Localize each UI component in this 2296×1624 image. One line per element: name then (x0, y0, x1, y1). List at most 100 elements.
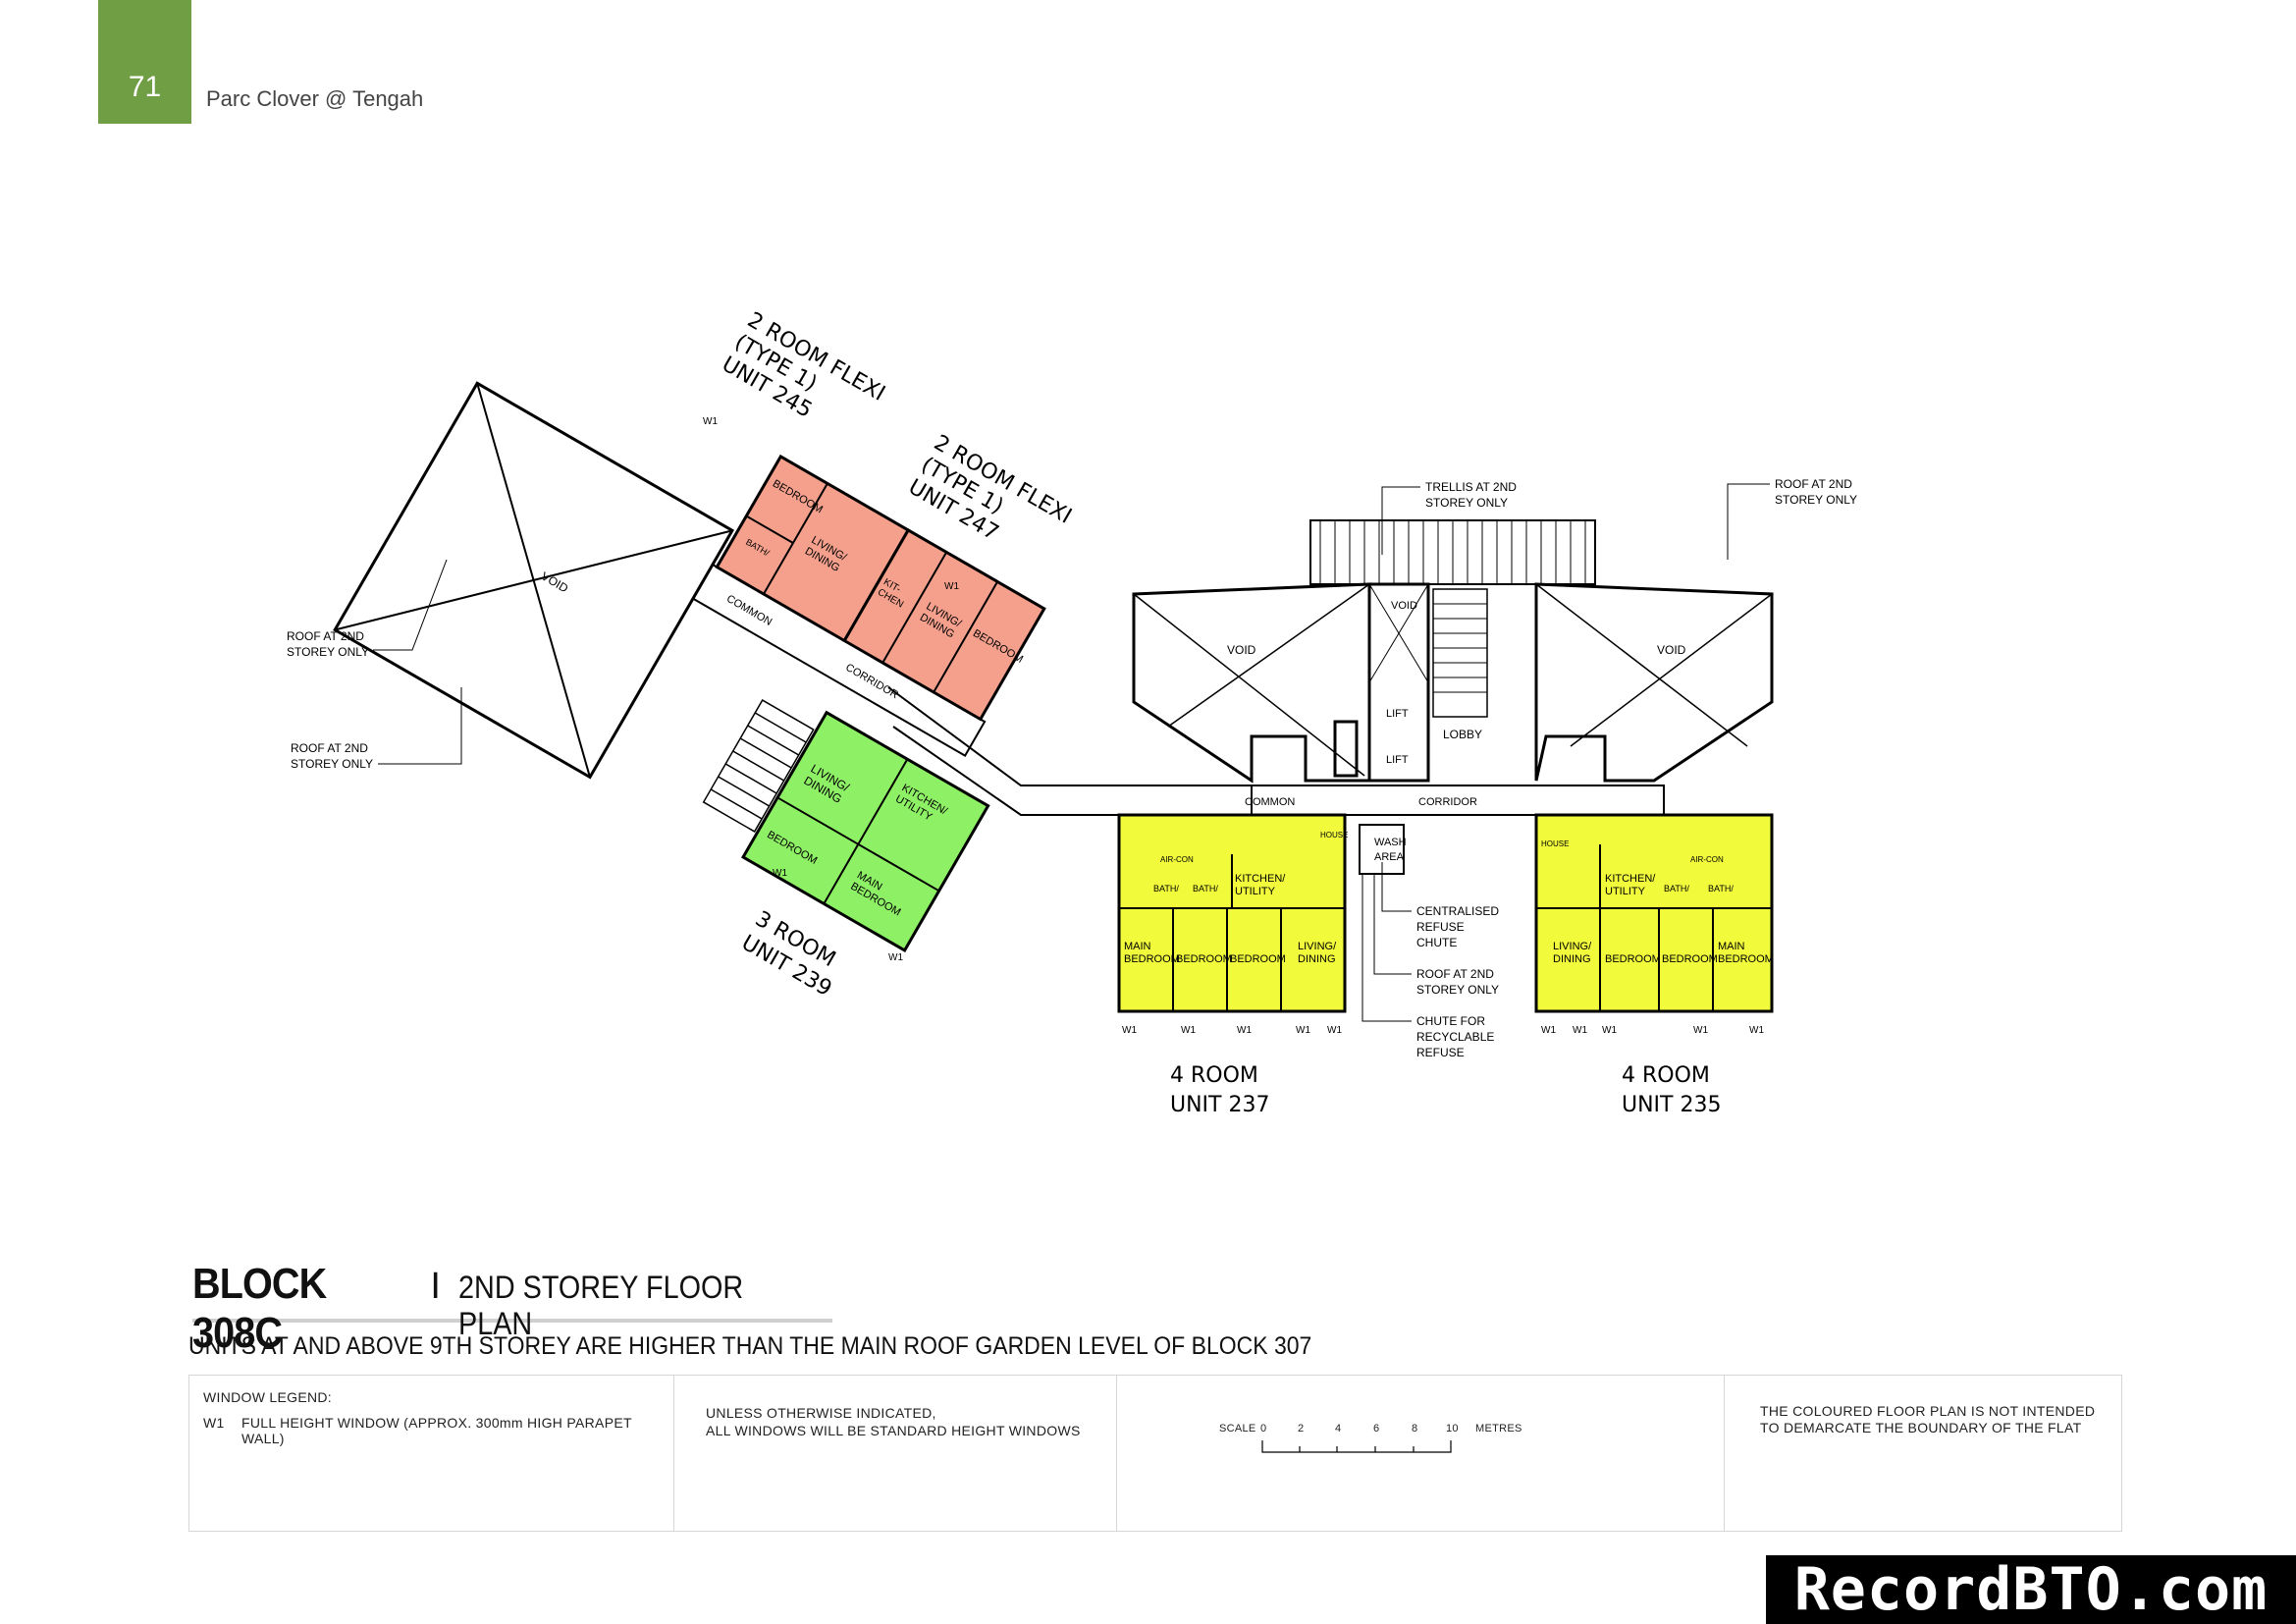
unit-235-group: LIVING/ DINING BEDROOM BEDROOM MAIN BEDR… (1534, 813, 1774, 1013)
scale-tick-0: 0 (1260, 1423, 1267, 1435)
right-staircase (1432, 588, 1488, 718)
roof-note-left-low-2: STOREY ONLY (291, 757, 373, 771)
lift-1-label: LIFT (1386, 708, 1409, 720)
floor-plan-label: 2ND STOREY FLOOR PLAN (457, 1270, 744, 1341)
windows-note: UNLESS OTHERWISE INDICATED, ALL WINDOWS … (674, 1376, 1117, 1531)
window-tag: W1 (1749, 1025, 1764, 1036)
coloured-plan-disclaimer: THE COLOURED FLOOR PLAN IS NOT INTENDED … (1725, 1376, 2121, 1531)
unit-235-household: HOUSE (1541, 839, 1569, 848)
unit-235-main: MAIN (1718, 941, 1745, 952)
page-number-tab: 71 (98, 0, 191, 124)
unit-237-kitchen: KITCHEN/ (1235, 873, 1286, 885)
unit-235-bath-1: BATH/ (1664, 884, 1689, 893)
page-number: 71 (128, 71, 162, 103)
window-tag: W1 (1602, 1025, 1617, 1036)
area-label: AREA (1374, 851, 1405, 863)
unit-237-household: HOUSE (1320, 831, 1348, 839)
trellis-note-1: TRELLIS AT 2ND (1425, 480, 1517, 494)
window-tag: W1 (703, 416, 718, 427)
disclaimer-2: TO DEMARCATE THE BOUNDARY OF THE FLAT (1760, 1420, 2082, 1435)
unit-237-main-bedroom: BEDROOM (1124, 953, 1180, 965)
unit-237-number: UNIT 237 (1170, 1093, 1269, 1117)
unit-235-bedroom-2: BEDROOM (1662, 953, 1718, 965)
roof-note-mid-1: ROOF AT 2ND (1416, 967, 1494, 981)
right-void-right (1534, 582, 1774, 783)
roof-note-right-2: STOREY ONLY (1775, 493, 1857, 507)
block-name: BLOCK 308C (192, 1260, 327, 1357)
unit-235-main-bedroom: BEDROOM (1718, 953, 1774, 965)
window-tag: W1 (888, 952, 903, 963)
legend-box: WINDOW LEGEND: W1 FULL HEIGHT WINDOW (AP… (188, 1375, 2122, 1532)
scale-ruler (1261, 1440, 1452, 1453)
left-common-label: COMMON (724, 593, 774, 628)
right-block: VOID VOID LIFT LIFT LOBBY VOID COMMON CO… (1132, 519, 1774, 816)
unit-237-aircon: AIR-CON (1160, 855, 1194, 864)
household-shelter (1333, 720, 1359, 778)
unit-235-number: UNIT 235 (1622, 1093, 1721, 1117)
block-heading: BLOCK 308C I 2ND STOREY FLOOR PLAN (192, 1260, 832, 1357)
window-tag: W1 (1296, 1025, 1310, 1036)
roof-note-left-2: STOREY ONLY (287, 645, 369, 659)
window-tag: W1 (1181, 1025, 1196, 1036)
unit-237-type: 4 ROOM (1170, 1063, 1258, 1088)
recycle-note-3: REFUSE (1416, 1046, 1465, 1059)
unit-239-group: LIVING/ DINING KITCHEN/ UTILITY BEDROOM … (741, 710, 990, 952)
scale-unit: METRES (1475, 1423, 1522, 1435)
right-common-label: COMMON (1245, 796, 1295, 808)
window-legend-code: W1 (203, 1415, 225, 1431)
left-staircase (702, 699, 815, 833)
refuse-note-2: REFUSE (1416, 920, 1465, 934)
windows-note-2: ALL WINDOWS WILL BE STANDARD HEIGHT WIND… (706, 1423, 1081, 1438)
unit-237-dining: DINING (1298, 953, 1336, 965)
unit-235 (1534, 813, 1774, 1013)
lift-core (1367, 582, 1430, 783)
window-tag: W1 (944, 581, 959, 592)
left-void-block (333, 381, 735, 780)
unit-237-living: LIVING/ (1298, 941, 1337, 952)
left-wing: VOID BEDROOM LIVING/ DINING BATH/ KIT- C… (333, 381, 1046, 780)
window-legend-text: FULL HEIGHT WINDOW (APPROX. 300mm HIGH P… (241, 1415, 632, 1446)
roof-note-right-1: ROOF AT 2ND (1775, 477, 1852, 491)
recycle-note-2: RECYCLABLE (1416, 1030, 1494, 1044)
scale-tick-6: 6 (1373, 1423, 1380, 1435)
window-tag: W1 (1122, 1025, 1137, 1036)
right-void-right-label: VOID (1657, 643, 1686, 657)
unit-235-dining: DINING (1553, 953, 1591, 965)
left-corridor (691, 563, 987, 758)
window-tag: W1 (773, 868, 787, 879)
scale-label: SCALE (1219, 1423, 1256, 1435)
roof-note-left-low-1: ROOF AT 2ND (291, 741, 368, 755)
scale-tick-4: 4 (1335, 1423, 1342, 1435)
unit-235-bedroom-1: BEDROOM (1605, 953, 1661, 965)
window-tag: W1 (1327, 1025, 1342, 1036)
lift-2-label: LIFT (1386, 754, 1409, 766)
recycle-note-1: CHUTE FOR (1416, 1014, 1485, 1028)
roof-note-left-1: ROOF AT 2ND (287, 629, 364, 643)
unit-237-main: MAIN (1124, 941, 1151, 952)
brand-watermark: RecordBTO.com (1766, 1555, 2296, 1624)
scale-tick-10: 10 (1446, 1423, 1459, 1435)
disclaimer-1: THE COLOURED FLOOR PLAN IS NOT INTENDED (1760, 1403, 2096, 1419)
right-void-left-label: VOID (1227, 643, 1256, 657)
unit-235-kitchen: KITCHEN/ (1605, 873, 1656, 885)
unit-237 (1117, 813, 1347, 1013)
document-title: Parc Clover @ Tengah (206, 86, 424, 111)
right-corridor-label: CORRIDOR (1418, 796, 1477, 808)
core-void-label: VOID (1391, 600, 1417, 612)
roof-note-mid-2: STOREY ONLY (1416, 983, 1499, 997)
window-tag: W1 (1541, 1025, 1556, 1036)
lobby-label: LOBBY (1443, 728, 1482, 741)
unit-235-bath-2: BATH/ (1708, 884, 1734, 893)
unit-237-bedroom-2: BEDROOM (1176, 953, 1232, 965)
window-tag: W1 (1573, 1025, 1587, 1036)
scale-tick-8: 8 (1412, 1423, 1418, 1435)
heading-divider: I (430, 1266, 441, 1307)
unit-237-bath-1: BATH/ (1153, 884, 1179, 893)
wash-label: WASH (1374, 837, 1407, 848)
unit-237-utility: UTILITY (1235, 886, 1276, 897)
window-tag: W1 (1693, 1025, 1708, 1036)
scale-bar: SCALE 0 2 4 6 8 10 METRES (1117, 1376, 1725, 1531)
unit-235-utility: UTILITY (1605, 886, 1646, 897)
window-legend-title: WINDOW LEGEND: (203, 1389, 332, 1405)
